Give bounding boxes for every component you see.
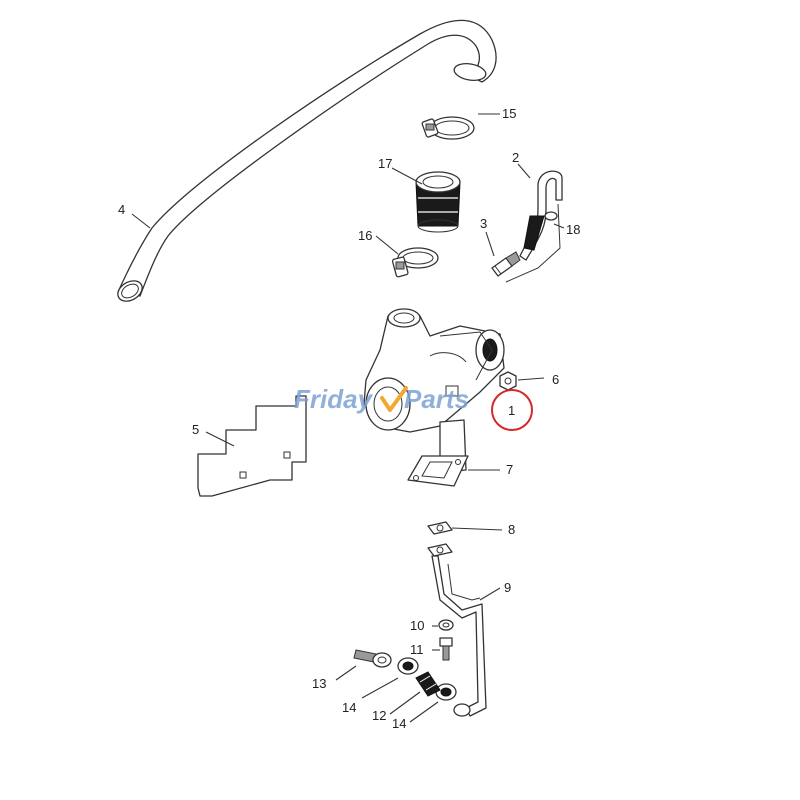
callout-16: 16: [358, 228, 372, 243]
part-9-oil-return-pipe: [431, 555, 487, 717]
part-13-banjo-bolt: [353, 649, 392, 668]
part-12-hose: [415, 671, 441, 697]
callout-1: 1: [508, 403, 515, 418]
callout-7: 7: [506, 462, 513, 477]
callout-5: 5: [192, 422, 199, 437]
callout-4: 4: [118, 202, 125, 217]
part-2-oil-feed-line: [505, 170, 563, 283]
part-1-highlight: 1: [491, 389, 533, 431]
callout-15: 15: [502, 106, 516, 121]
part-6-nut: [499, 371, 517, 391]
highlight-circle: [491, 389, 533, 431]
callout-14-upper: 14: [342, 700, 356, 715]
part-5-heat-shield: [197, 395, 307, 497]
callout-2: 2: [512, 150, 519, 165]
callout-17: 17: [378, 156, 392, 171]
part-7-turbo-gasket: [407, 455, 469, 487]
part-3-fitting: [491, 251, 521, 277]
part-11-bolt: [439, 637, 453, 661]
watermark-check-mark: [380, 386, 408, 412]
callout-14-lower: 14: [392, 716, 406, 731]
watermark-text-left: Friday: [294, 384, 374, 414]
watermark-text-right: Parts: [404, 384, 469, 414]
part-8-flange-gaskets: [427, 521, 453, 557]
callout-9: 9: [504, 580, 511, 595]
leader-lines: [131, 113, 565, 723]
callout-8: 8: [508, 522, 515, 537]
part-14-hose-clamps: [397, 657, 457, 701]
part-4-intake-pipe: [117, 19, 497, 302]
callout-18: 18: [566, 222, 580, 237]
part-10-washer: [438, 619, 454, 631]
watermark-logo: Friday Parts: [294, 384, 469, 414]
part-17-hose-sleeve: [415, 171, 461, 233]
callout-3: 3: [480, 216, 487, 231]
callout-10: 10: [410, 618, 424, 633]
callout-labels: 4 15 17 16 2 3 18 5 6 7 8 9 10 11 13 14 …: [118, 106, 580, 731]
part-16-hose-clamp: [391, 247, 439, 278]
callout-6: 6: [552, 372, 559, 387]
part-18-o-ring: [544, 211, 558, 221]
part-15-hose-clamp: [421, 116, 475, 140]
callout-11: 11: [410, 642, 424, 657]
callout-13: 13: [312, 676, 326, 691]
callout-12: 12: [372, 708, 386, 723]
